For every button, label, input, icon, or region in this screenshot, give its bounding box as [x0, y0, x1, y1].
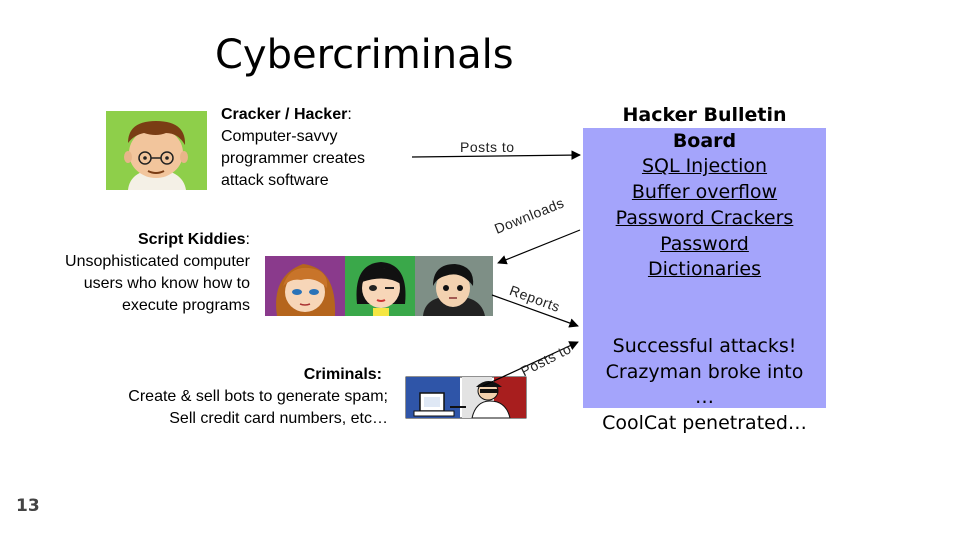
arrow-kiddies-to-board	[491, 294, 579, 328]
page-number: 13	[16, 496, 40, 516]
board-post: Crazyman broke into	[605, 360, 804, 383]
board-post: CoolCat penetrated…	[602, 412, 807, 435]
criminals-description: Criminals: Create & sell bots to generat…	[40, 364, 388, 430]
cracker-line: attack software	[221, 172, 329, 189]
board-link-dictionaries[interactable]: Dictionaries	[647, 258, 762, 281]
board-title: Board	[672, 129, 737, 152]
kiddies-line: users who know how to	[83, 275, 250, 292]
board-title: Hacker Bulletin	[622, 104, 787, 126]
slide-title: Cybercriminals	[215, 32, 514, 78]
criminals-line: Sell credit card numbers, etc…	[169, 410, 388, 427]
board-link-password-crackers[interactable]: Password Crackers	[615, 206, 794, 229]
arrow-criminals-to-board	[482, 341, 579, 387]
kiddies-line: Unsophisticated computer	[65, 253, 250, 270]
arrow-cracker-to-board	[411, 150, 581, 160]
criminals-heading: Criminals:	[303, 366, 382, 383]
board-post: Successful attacks!	[612, 334, 797, 357]
board-link-buffer-overflow[interactable]: Buffer overflow	[631, 181, 778, 204]
board-link-password[interactable]: Password	[660, 232, 749, 255]
criminals-line: Create & sell bots to generate spam;	[128, 388, 388, 405]
criminal-computer-image	[405, 376, 527, 419]
bulletin-board-panel	[583, 128, 826, 408]
kiddies-heading: Script Kiddies	[137, 231, 246, 248]
bulletin-board-content: Hacker Bulletin Board SQL Injection Buff…	[583, 103, 826, 437]
cracker-avatar-image	[106, 111, 207, 190]
arrow-label-posts-to: Posts to	[460, 139, 515, 155]
arrow-board-to-kiddies	[497, 229, 581, 265]
script-kiddies-avatars-image	[265, 256, 493, 316]
cracker-heading: Cracker / Hacker	[221, 106, 348, 123]
cracker-line: Computer-savvy	[221, 128, 338, 145]
board-post: …	[695, 386, 714, 409]
board-link-sql-injection[interactable]: SQL Injection	[641, 155, 768, 178]
script-kiddies-description: Script Kiddies: Unsophisticated computer…	[20, 229, 250, 317]
cracker-line: programmer creates	[221, 150, 366, 167]
kiddies-line: execute programs	[121, 297, 250, 314]
cracker-description: Cracker / Hacker: Computer-savvy program…	[221, 104, 365, 192]
